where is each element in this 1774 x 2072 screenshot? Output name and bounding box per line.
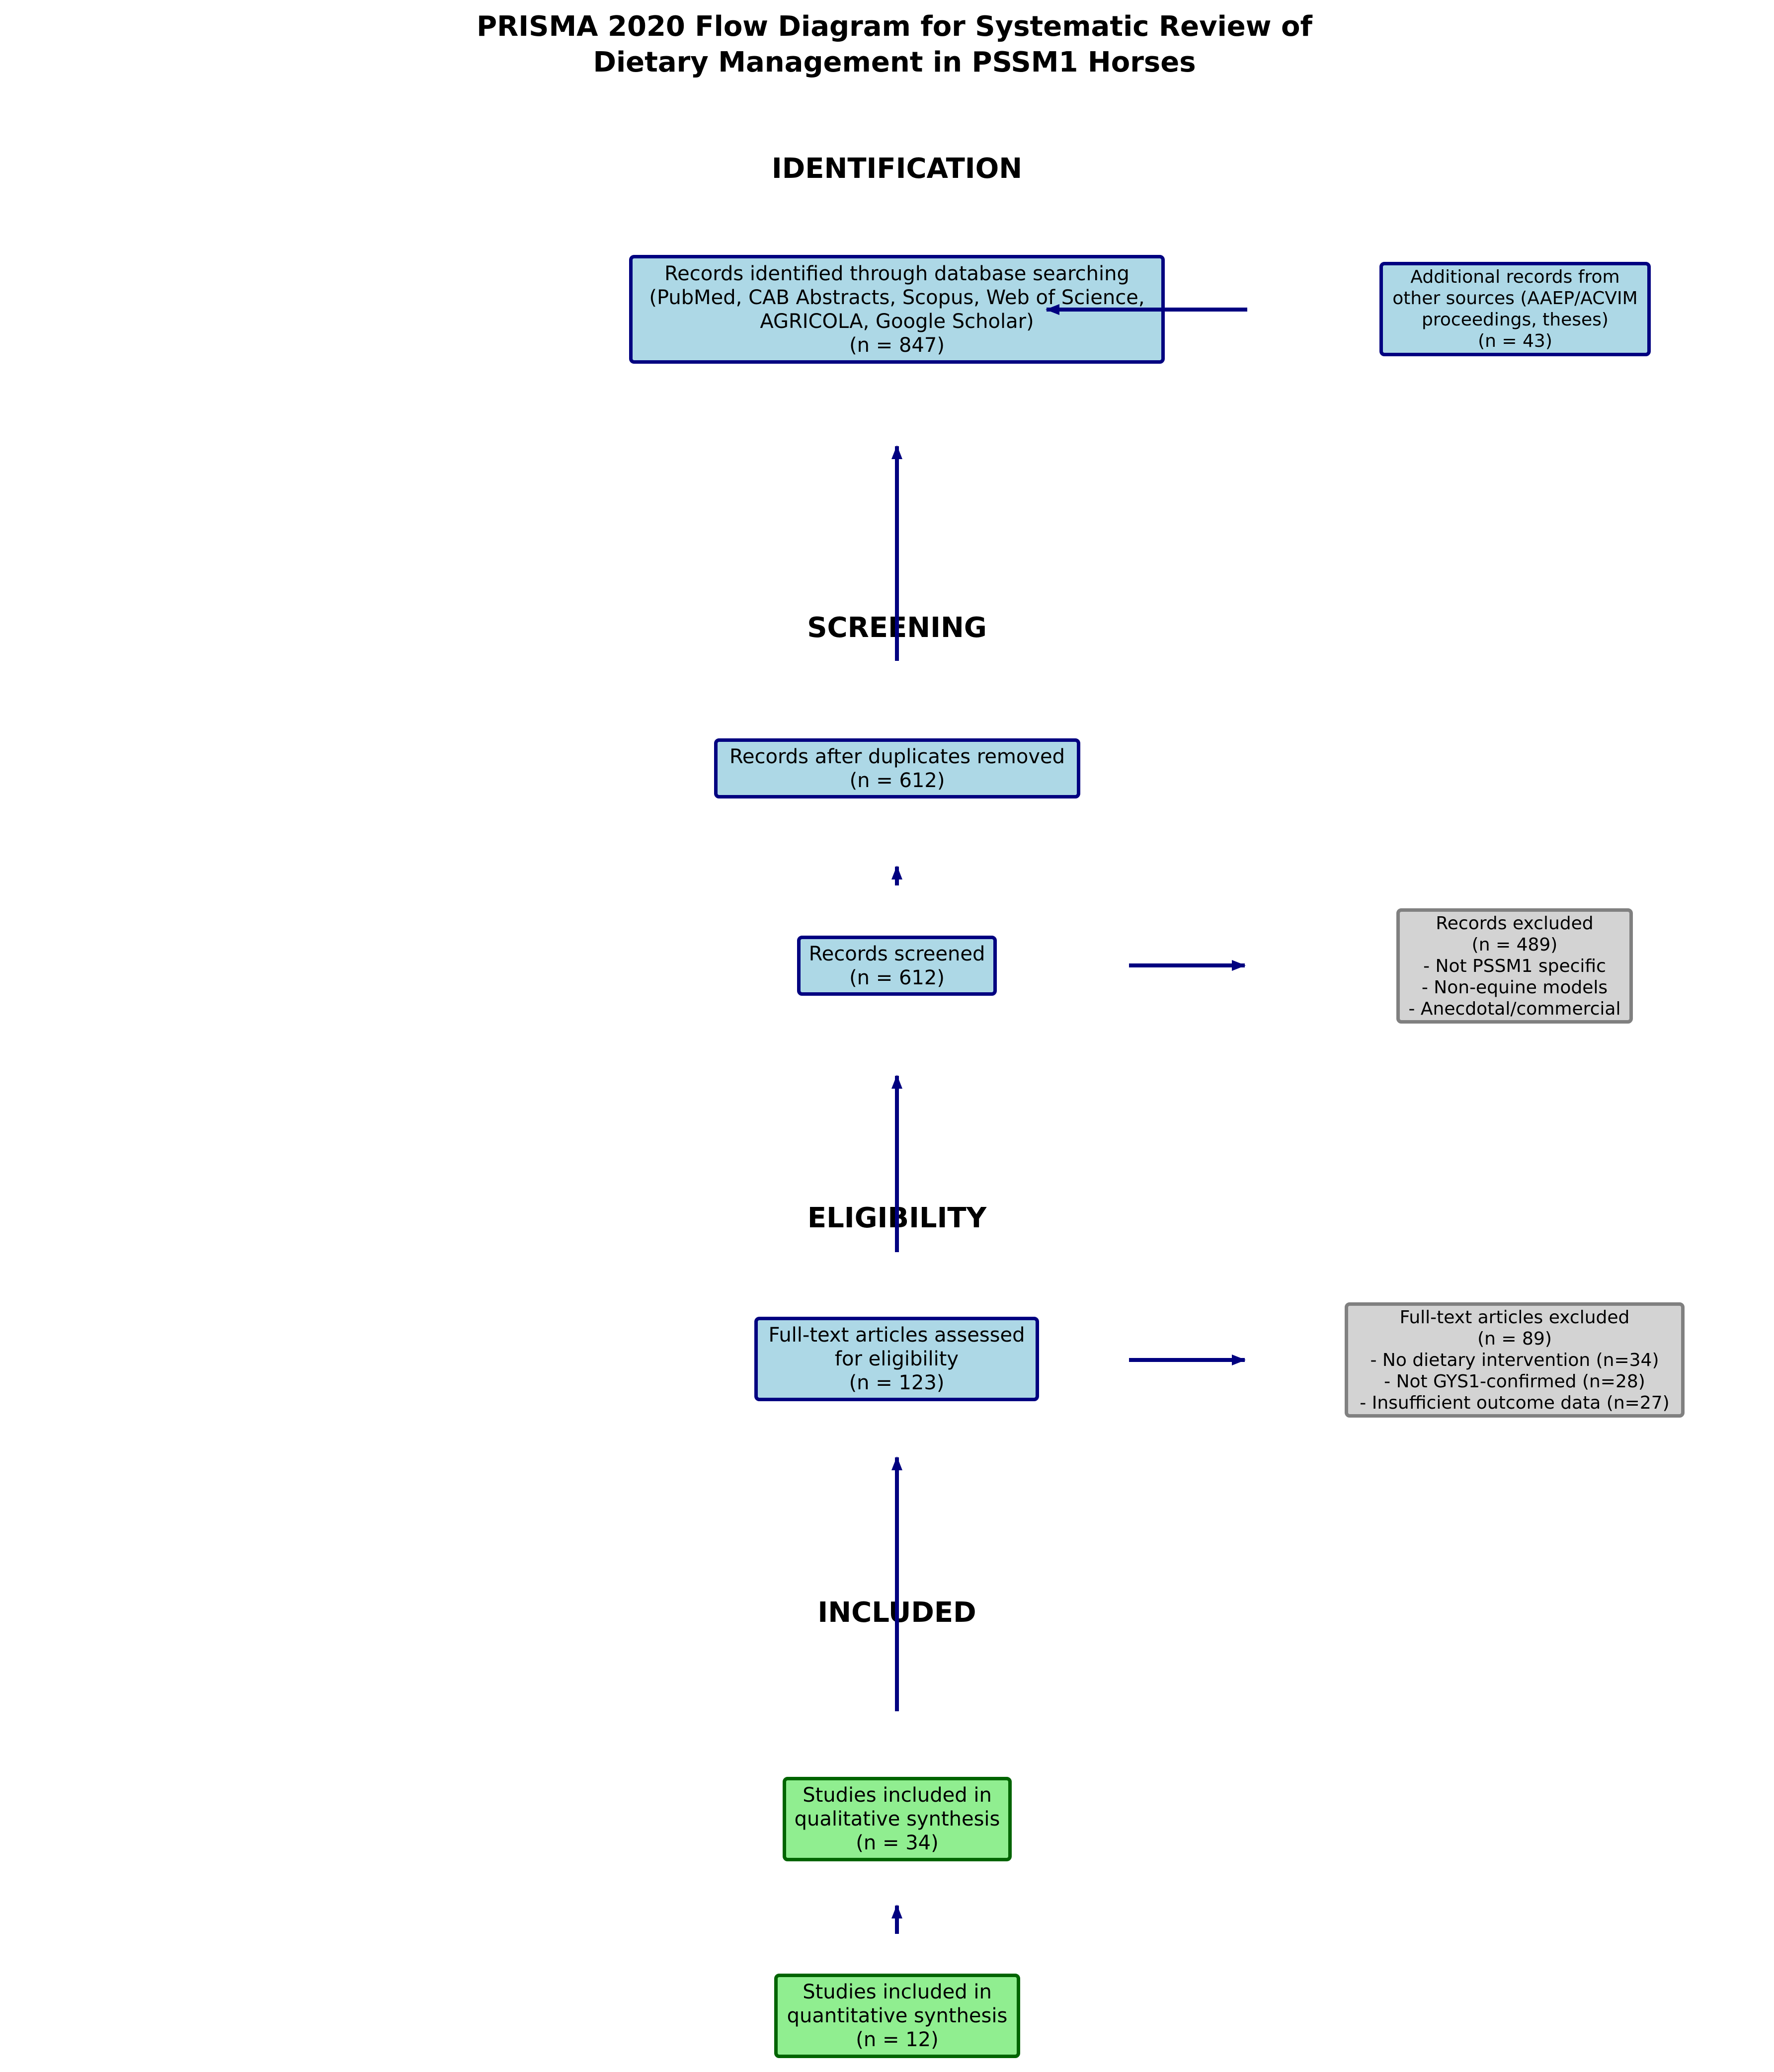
records-excluded-line-3: - Not PSSM1 specific xyxy=(1423,956,1606,976)
quantitative-synthesis-line-1: Studies included in xyxy=(803,1981,992,2003)
records-screened-line-2: (n = 612) xyxy=(849,966,945,989)
database-records-line-3: AGRICOLA, Google Scholar) xyxy=(760,310,1034,333)
qualitative-synthesis-line-1: Studies included in xyxy=(803,1784,992,1807)
database-records-line-2: (PubMed, CAB Abstracts, Scopus, Web of S… xyxy=(649,286,1145,309)
fulltext-excluded-line-1: Full-text articles excluded xyxy=(1399,1307,1630,1328)
diagram-title-line-2: Dietary Management in PSSM1 Horses xyxy=(593,46,1196,79)
duplicates-removed-line-2: (n = 612) xyxy=(849,769,945,792)
fulltext-assessed-line-1: Full-text articles assessed xyxy=(768,1324,1025,1347)
additional-records-line-1: Additional records from xyxy=(1410,267,1620,287)
additional-records-line-4: (n = 43) xyxy=(1478,331,1552,351)
fulltext-excluded-line-5: - Insufficient outcome data (n=27) xyxy=(1360,1392,1670,1413)
records-screened-line-1: Records screened xyxy=(808,942,985,965)
additional-records-line-2: other sources (AAEP/ACVIM xyxy=(1392,288,1638,309)
records-excluded-line-1: Records excluded xyxy=(1436,913,1594,934)
fulltext-excluded-line-2: (n = 89) xyxy=(1477,1328,1552,1349)
fulltext-assessed-box: Full-text articles assessed for eligibil… xyxy=(754,1317,1039,1401)
fulltext-excluded-line-3: - No dietary intervention (n=34) xyxy=(1370,1350,1659,1370)
database-records-box: Records identified through database sear… xyxy=(629,255,1165,364)
qualitative-synthesis-line-3: (n = 34) xyxy=(856,1832,939,1854)
additional-records-line-3: proceedings, theses) xyxy=(1422,310,1609,330)
quantitative-synthesis-box: Studies included in quantitative synthes… xyxy=(774,1974,1020,2058)
stage-label-identification: IDENTIFICATION xyxy=(771,153,1023,185)
additional-records-box: Additional records from other sources (A… xyxy=(1379,262,1651,356)
diagram-title: PRISMA 2020 Flow Diagram for Systematic … xyxy=(0,9,1774,80)
fulltext-excluded-box: Full-text articles excluded (n = 89) - N… xyxy=(1345,1302,1685,1418)
qualitative-synthesis-line-2: qualitative synthesis xyxy=(794,1808,1000,1831)
records-excluded-line-5: - Anecdotal/commercial xyxy=(1408,998,1621,1019)
diagram-title-line-1: PRISMA 2020 Flow Diagram for Systematic … xyxy=(477,10,1312,43)
duplicates-removed-box: Records after duplicates removed (n = 61… xyxy=(714,738,1080,798)
duplicates-removed-line-1: Records after duplicates removed xyxy=(729,745,1065,768)
fulltext-assessed-line-2: for eligibility xyxy=(834,1348,959,1370)
records-excluded-line-2: (n = 489) xyxy=(1471,934,1558,955)
qualitative-synthesis-box: Studies included in qualitative synthesi… xyxy=(783,1777,1012,1861)
fulltext-excluded-line-4: - Not GYS1-confirmed (n=28) xyxy=(1384,1371,1645,1392)
records-excluded-line-4: - Non-equine models xyxy=(1421,977,1608,998)
quantitative-synthesis-line-2: quantitative synthesis xyxy=(787,2004,1008,2027)
quantitative-synthesis-line-3: (n = 12) xyxy=(856,2028,939,2051)
database-records-line-1: Records identified through database sear… xyxy=(664,262,1129,285)
fulltext-assessed-line-3: (n = 123) xyxy=(849,1371,945,1394)
records-screened-box: Records screened (n = 612) xyxy=(797,936,997,996)
records-excluded-box: Records excluded (n = 489) - Not PSSM1 s… xyxy=(1396,908,1633,1024)
database-records-line-4: (n = 847) xyxy=(849,333,945,357)
